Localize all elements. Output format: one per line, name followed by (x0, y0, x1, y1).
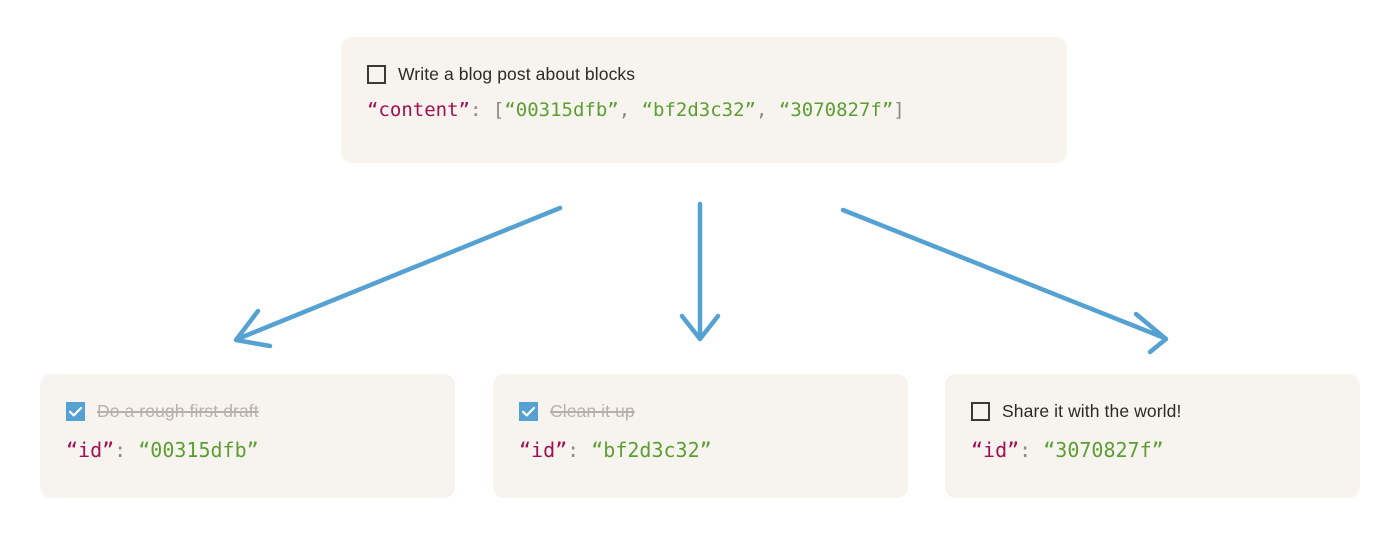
root-json-value-3: “3070827f” (778, 99, 894, 121)
arrow-root-to-child-1 (233, 205, 563, 349)
checkbox-checked-icon[interactable] (66, 401, 85, 421)
root-json-separator-2: , (755, 99, 779, 121)
checkbox-unchecked-icon[interactable] (971, 401, 990, 421)
child-1-todo-line: Do a rough first draft (66, 398, 429, 424)
child-1-json-value: “00315dfb” (138, 438, 259, 462)
checkbox-checked-icon[interactable] (519, 401, 538, 421)
child-1-json-colon: : (114, 438, 127, 462)
child-2-json-value: “bf2d3c32” (591, 438, 712, 462)
child-2-todo-label: Clean it up (550, 400, 635, 421)
root-json-line: “content”: [“00315dfb”, “bf2d3c32”, “307… (367, 98, 1041, 124)
child-3-json-line: “id”: “3070827f” (971, 437, 1334, 464)
child-2-json-colon: : (567, 438, 580, 462)
root-json-separator-1: , (618, 99, 642, 121)
child-3-json-value: “3070827f” (1043, 438, 1164, 462)
child-block-card-2[interactable]: Clean it up “id”: “bf2d3c32” (493, 374, 908, 498)
root-todo-label: Write a blog post about blocks (398, 63, 636, 84)
root-json-key: “content” (367, 99, 470, 121)
child-3-todo-line: Share it with the world! (971, 398, 1334, 424)
root-json-value-1: “00315dfb” (504, 99, 619, 121)
root-json-close-bracket: ] (893, 99, 905, 121)
root-json-colon: : (469, 99, 482, 121)
root-block-card[interactable]: Write a blog post about blocks “content”… (341, 37, 1067, 163)
arrow-root-to-child-2 (679, 201, 721, 342)
child-3-json-key: “id” (971, 438, 1020, 462)
child-3-json-colon: : (1019, 438, 1032, 462)
root-json-open-bracket: [ (492, 99, 505, 121)
child-2-todo-line: Clean it up (519, 398, 882, 424)
child-1-todo-label: Do a rough first draft (97, 400, 259, 421)
child-3-todo-label: Share it with the world! (1002, 400, 1182, 421)
root-json-value-2: “bf2d3c32” (641, 99, 756, 121)
child-2-json-line: “id”: “bf2d3c32” (519, 437, 882, 464)
child-1-json-key: “id” (66, 438, 115, 462)
checkbox-unchecked-icon[interactable] (367, 64, 386, 84)
child-block-card-3[interactable]: Share it with the world! “id”: “3070827f… (945, 374, 1360, 498)
child-2-json-key: “id” (519, 438, 568, 462)
child-1-json-line: “id”: “00315dfb” (66, 437, 429, 464)
root-todo-line: Write a blog post about blocks (367, 61, 1041, 87)
child-block-card-1[interactable]: Do a rough first draft “id”: “00315dfb” (40, 374, 455, 498)
arrow-root-to-child-3 (840, 207, 1169, 355)
